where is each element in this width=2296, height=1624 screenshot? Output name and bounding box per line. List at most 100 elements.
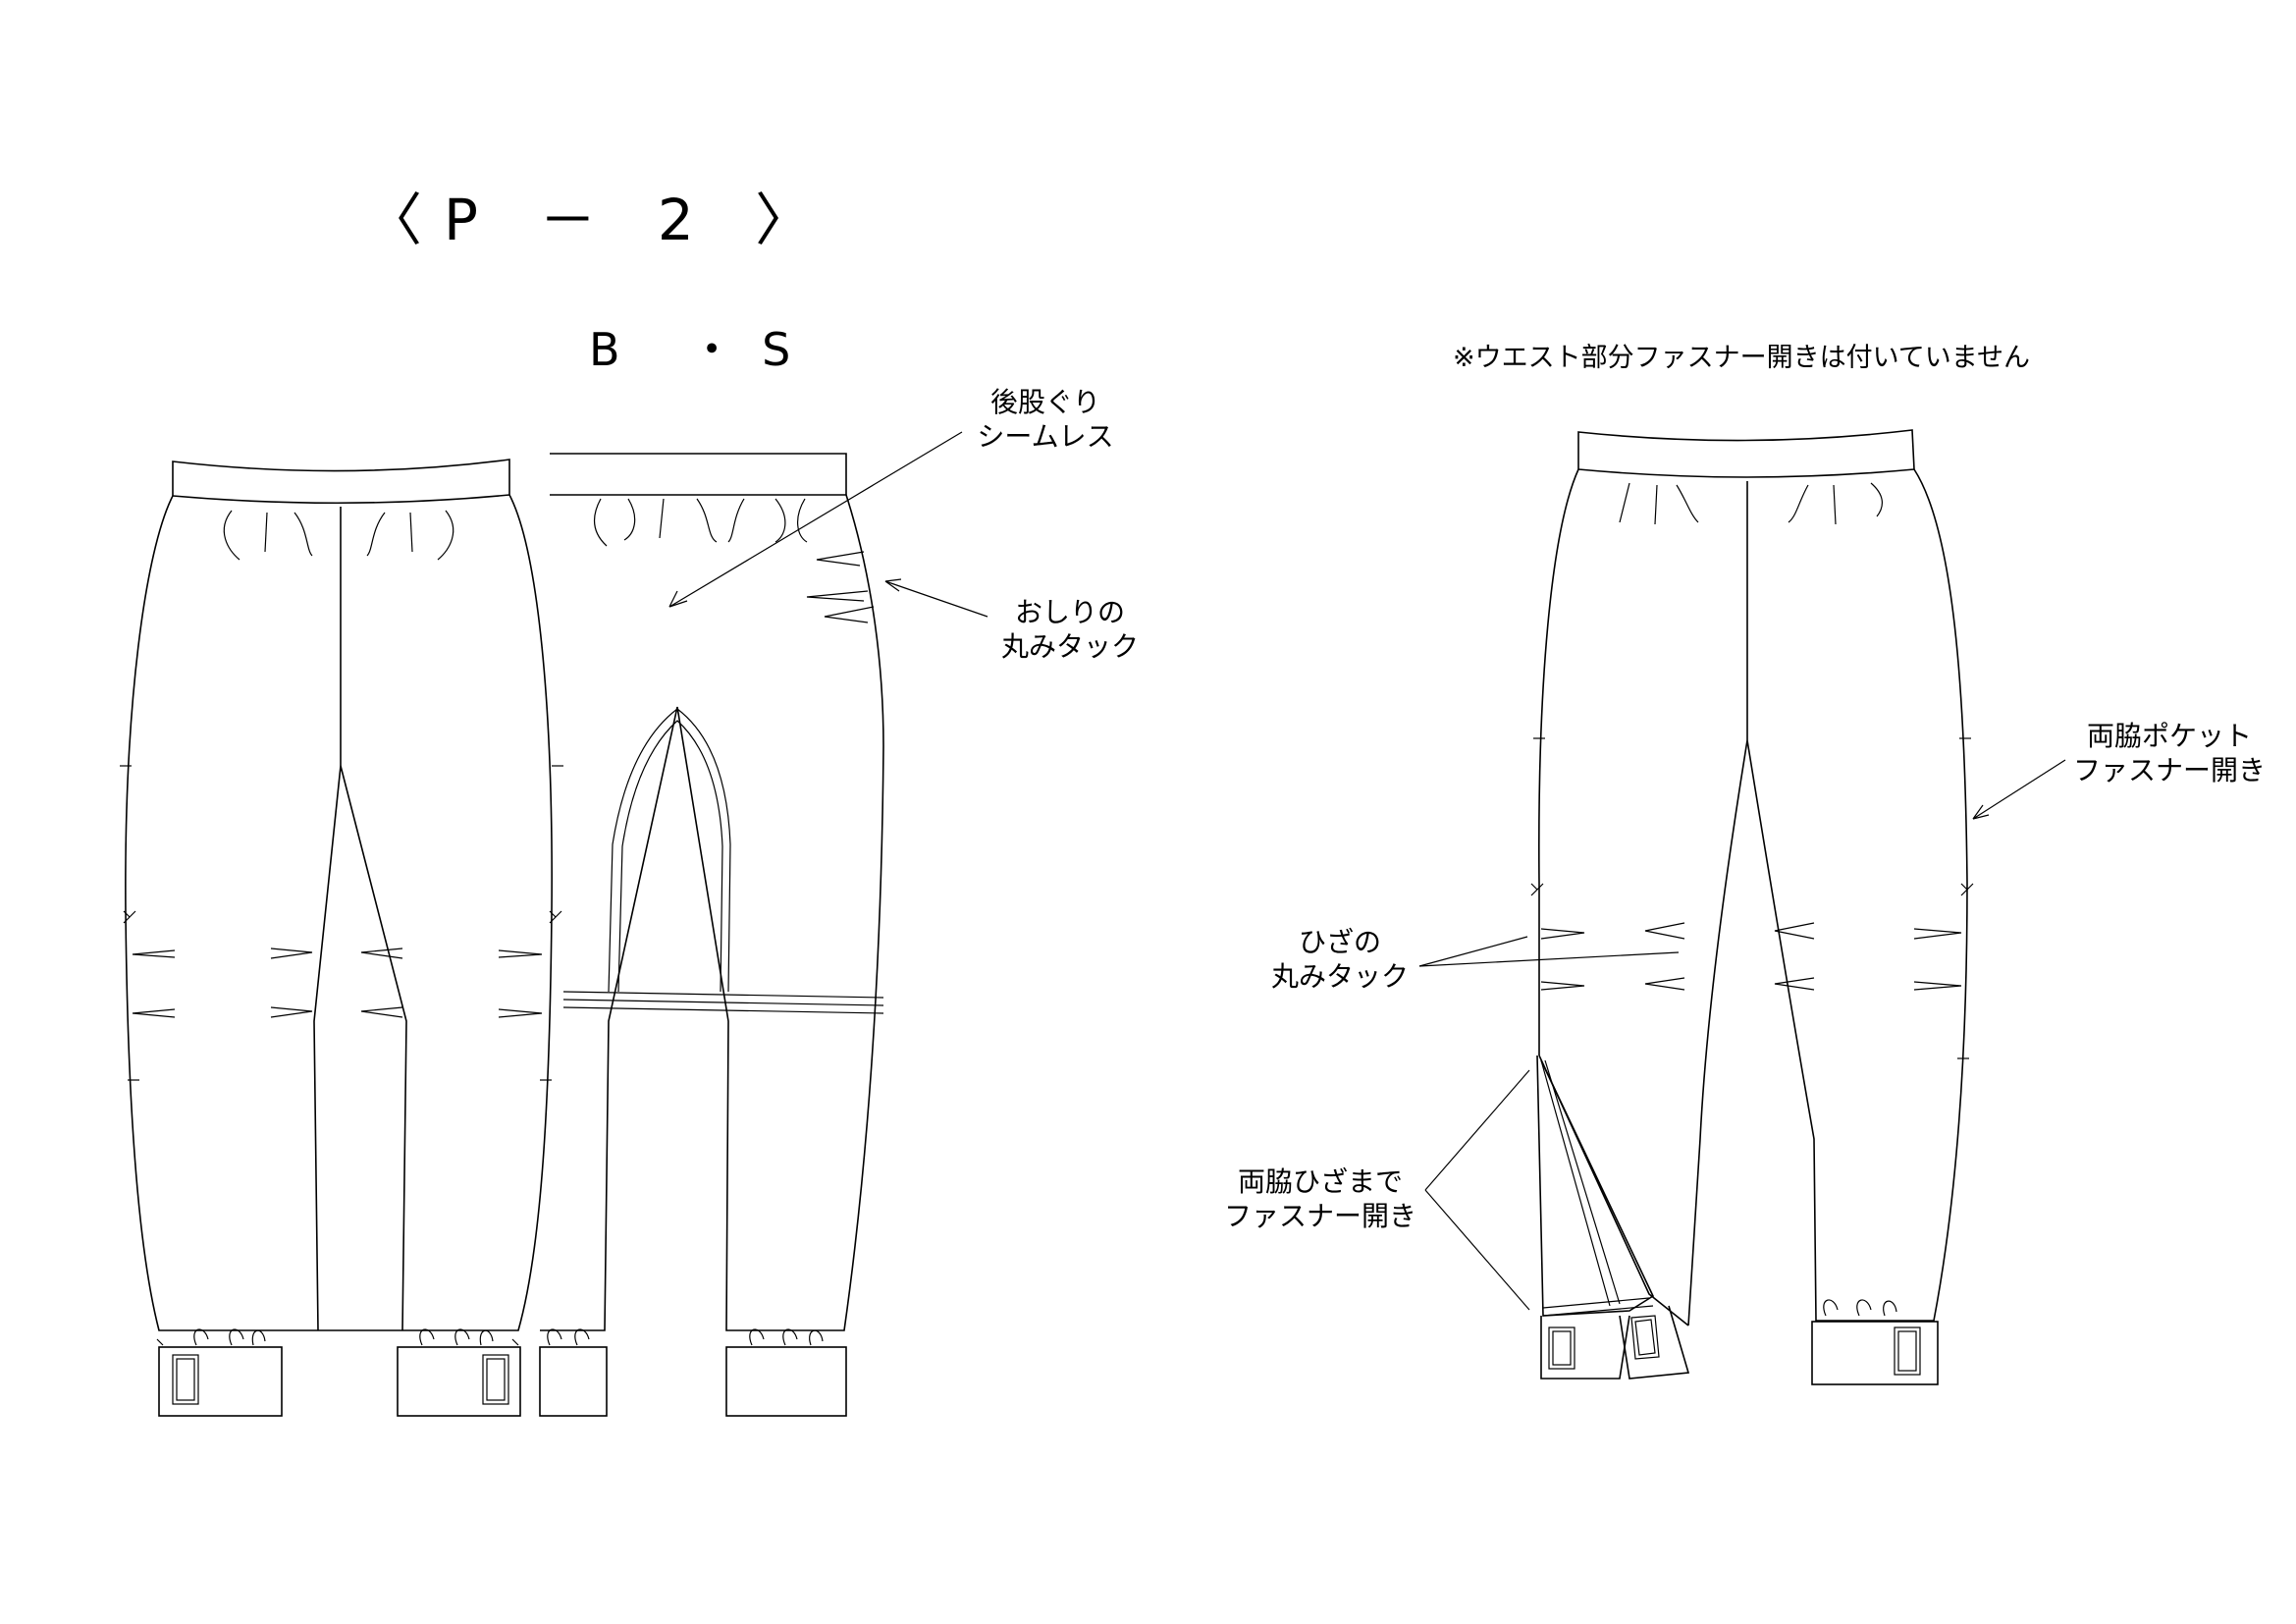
- knee-zip-label: 両脇ひざまで ファスナー開き: [1223, 1165, 1416, 1232]
- side-pocket-leader: [1972, 759, 2066, 820]
- back-gather: [797, 498, 808, 543]
- front-gather: [264, 512, 268, 553]
- front-hem-gather: [251, 1329, 266, 1346]
- open-knee-tuck: [1644, 977, 1685, 991]
- open-hem-gather: [1856, 1299, 1872, 1317]
- back-hip-tuck: [824, 606, 875, 623]
- front-knee-tuck: [270, 1006, 313, 1018]
- back-cuff-right: [725, 1346, 847, 1417]
- front-knee-tuck: [270, 947, 313, 959]
- open-cuff-velcro: [1548, 1326, 1575, 1370]
- open-outline: [1538, 468, 1579, 1056]
- front-hem-gather: [193, 1328, 209, 1346]
- open-zip-pull: [1530, 883, 1544, 896]
- size-label: B ・S: [589, 323, 819, 376]
- back-gather: [623, 498, 636, 541]
- back-rise-arrow: [668, 590, 688, 608]
- back-gather: [659, 498, 665, 539]
- front-cuff-velcro: [482, 1354, 509, 1405]
- knee-zip-leader: [1424, 1069, 1530, 1191]
- front-knee-tuck: [132, 949, 176, 958]
- front-view: [120, 459, 563, 1417]
- open-knee-tuck: [1540, 928, 1585, 940]
- back-rise-leader: [668, 431, 963, 608]
- back-rise-label: 後股ぐり シームレス: [977, 386, 1114, 453]
- open-zip-tape: [1540, 1059, 1611, 1307]
- open-cuff-velcro: [1897, 1330, 1917, 1372]
- hip-tuck-arrow: [884, 578, 902, 592]
- front-hem-gather: [419, 1328, 435, 1346]
- open-zip-stitch: [1542, 1305, 1654, 1317]
- back-view: [539, 453, 884, 1417]
- page-title: 〈P － 2 〉: [365, 187, 834, 253]
- back-knee-yoke: [562, 991, 884, 999]
- front-zip-pull: [549, 910, 562, 924]
- front-hem-gather: [454, 1328, 470, 1346]
- back-crotch-seam: [617, 720, 723, 993]
- front-gather: [366, 512, 386, 557]
- open-cuff-velcro: [1894, 1326, 1921, 1376]
- open-gather: [1870, 482, 1883, 517]
- back-knee-yoke: [562, 999, 884, 1006]
- front-knee-tuck: [360, 947, 403, 959]
- knee-tuck-leader: [1418, 936, 1528, 967]
- open-zip-flap-inner: [1538, 1055, 1689, 1326]
- hip-tuck-leader: [884, 580, 988, 618]
- back-hem-gather: [547, 1328, 562, 1346]
- open-gather: [1833, 484, 1837, 525]
- hip-tuck-label: おしりの 丸みタック: [1000, 596, 1139, 663]
- knee-tuck-leader: [1418, 951, 1680, 967]
- front-cuff-velcro: [176, 1358, 195, 1401]
- front-hem-gather: [229, 1328, 244, 1346]
- front-knee-tuck: [132, 1008, 176, 1018]
- open-outline-right: [1687, 468, 1968, 1326]
- back-gather: [696, 498, 718, 543]
- front-cuff-left: [158, 1346, 283, 1417]
- front-cuff-zip-end: [156, 1338, 519, 1346]
- open-gather: [1676, 484, 1699, 523]
- back-knee-yoke: [562, 1006, 884, 1014]
- front-knee-tuck: [498, 1008, 543, 1018]
- back-crotch-seam: [608, 708, 731, 993]
- back-hip-tuck: [816, 551, 865, 567]
- front-cuff-right: [397, 1346, 521, 1417]
- back-outline: [540, 494, 884, 1331]
- back-hem-gather: [749, 1328, 765, 1346]
- open-zip-flap: [1536, 1055, 1655, 1317]
- front-outline: [125, 494, 553, 1331]
- open-gather: [1654, 484, 1658, 525]
- front-gather: [409, 512, 413, 553]
- side-pocket-arrow: [1972, 804, 1990, 820]
- front-knee-tuck: [498, 949, 543, 958]
- side-pocket-label: 両脇ポケット ファスナー開き: [2072, 720, 2266, 786]
- open-knee-tuck: [1774, 977, 1815, 991]
- back-cuff-left: [539, 1346, 608, 1417]
- front-hem-gather: [479, 1329, 494, 1346]
- front-zip-pull: [123, 910, 136, 924]
- open-cuff-flap: [1619, 1305, 1690, 1380]
- front-gather: [223, 510, 240, 561]
- back-hem-gather: [809, 1329, 824, 1346]
- back-hem-gather: [782, 1328, 798, 1346]
- front-gather: [294, 512, 313, 557]
- open-cuff-velcro: [1552, 1330, 1572, 1366]
- open-cuff-velcro: [1630, 1315, 1660, 1360]
- back-hem-gather: [574, 1328, 590, 1346]
- back-gather: [593, 498, 608, 547]
- leader-lines: [668, 431, 2066, 1311]
- open-cuff-velcro: [1634, 1319, 1656, 1356]
- back-hip-tuck: [806, 590, 869, 602]
- open-hem-gather: [1883, 1300, 1897, 1317]
- open-knee-tuck: [1540, 981, 1585, 991]
- open-gather: [1619, 482, 1630, 523]
- back-gather: [727, 498, 745, 543]
- knee-tuck-label: ひざの 丸みタック: [1270, 926, 1409, 993]
- waist-zipper-note: ※ウエスト部分ファスナー開きは付いていません: [1453, 343, 2031, 373]
- front-cuff-velcro: [172, 1354, 199, 1405]
- open-waistband: [1577, 429, 1915, 478]
- open-hem-gather: [1823, 1299, 1839, 1317]
- knee-zip-leader: [1424, 1189, 1530, 1311]
- open-knee-tuck: [1913, 928, 1962, 940]
- front-waistband: [172, 459, 510, 505]
- front-knee-tuck: [360, 1006, 403, 1018]
